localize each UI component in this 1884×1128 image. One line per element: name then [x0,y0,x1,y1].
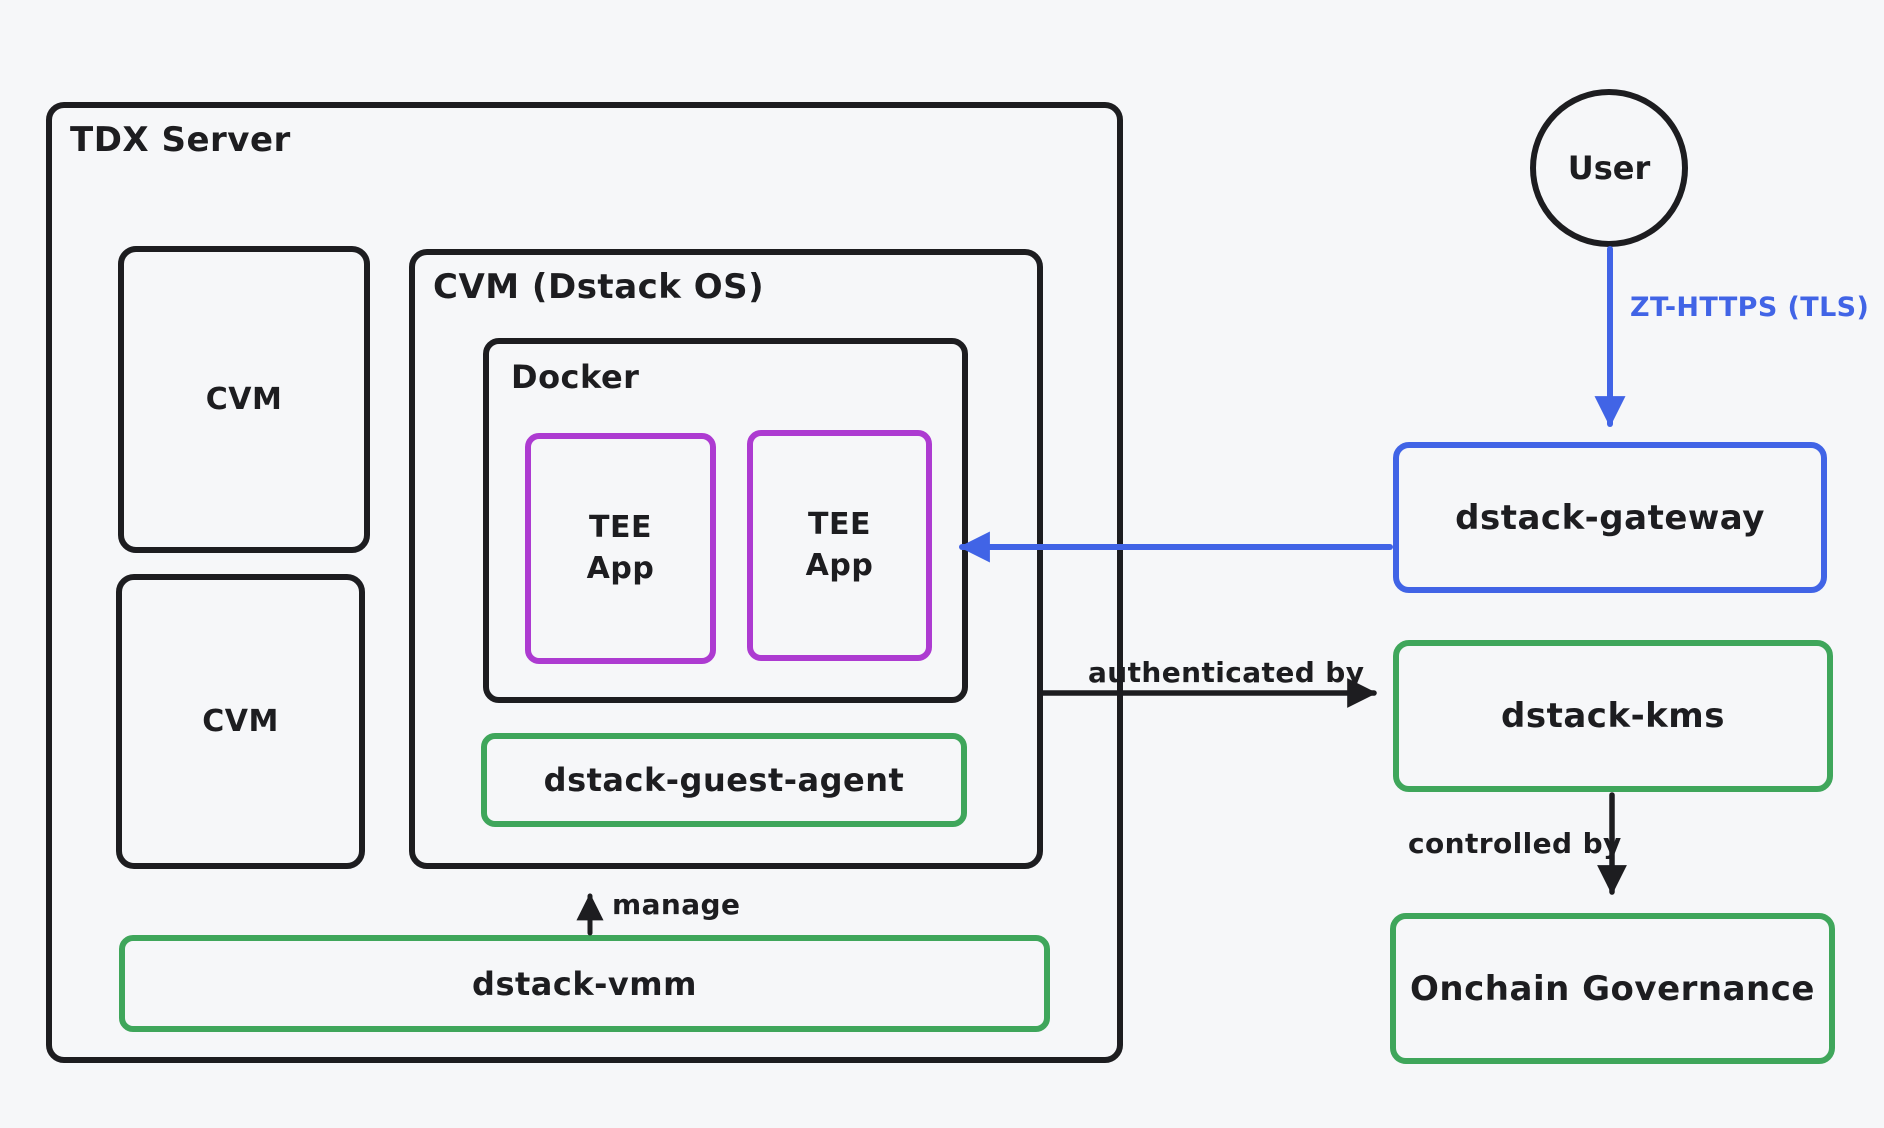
cvm-dstack-os-label: CVM (Dstack OS) [433,267,765,307]
cvm-top-box: CVM [118,246,370,553]
cvm-bottom-box: CVM [116,574,365,869]
onchain-governance-box: Onchain Governance [1390,913,1835,1064]
manage-label: manage [612,888,741,921]
tee-app-2-label: TEE App [805,507,874,583]
dstack-kms-box: dstack-kms [1393,640,1833,792]
zt-https-tls-label: ZT-HTTPS (TLS) [1630,292,1870,323]
user-node: User [1530,89,1688,247]
dstack-gateway-label: dstack-gateway [1455,497,1765,538]
docker-label: Docker [511,358,640,396]
tdx-server-label: TDX Server [70,120,291,160]
dstack-guest-agent-box: dstack-guest-agent [481,733,967,827]
docker-box: Docker [483,338,968,703]
user-label: User [1567,149,1651,187]
dstack-vmm-box: dstack-vmm [119,935,1050,1032]
tdx-server-box: TDX Server [46,102,1123,1063]
tee-app-2-box: TEE App [747,430,932,661]
dstack-vmm-label: dstack-vmm [472,964,697,1003]
cvm-dstack-os-box: CVM (Dstack OS) [409,249,1043,869]
authenticated-by-label: authenticated by [1088,656,1365,689]
dstack-guest-agent-label: dstack-guest-agent [543,761,905,799]
dstack-kms-label: dstack-kms [1501,696,1725,736]
controlled-by-label: controlled by [1408,827,1622,860]
dstack-gateway-box: dstack-gateway [1393,442,1827,593]
tee-app-1-box: TEE App [525,433,716,664]
onchain-governance-label: Onchain Governance [1410,968,1815,1009]
cvm-top-label: CVM [205,382,283,417]
tee-app-1-label: TEE App [586,510,655,586]
cvm-bottom-label: CVM [202,704,279,739]
